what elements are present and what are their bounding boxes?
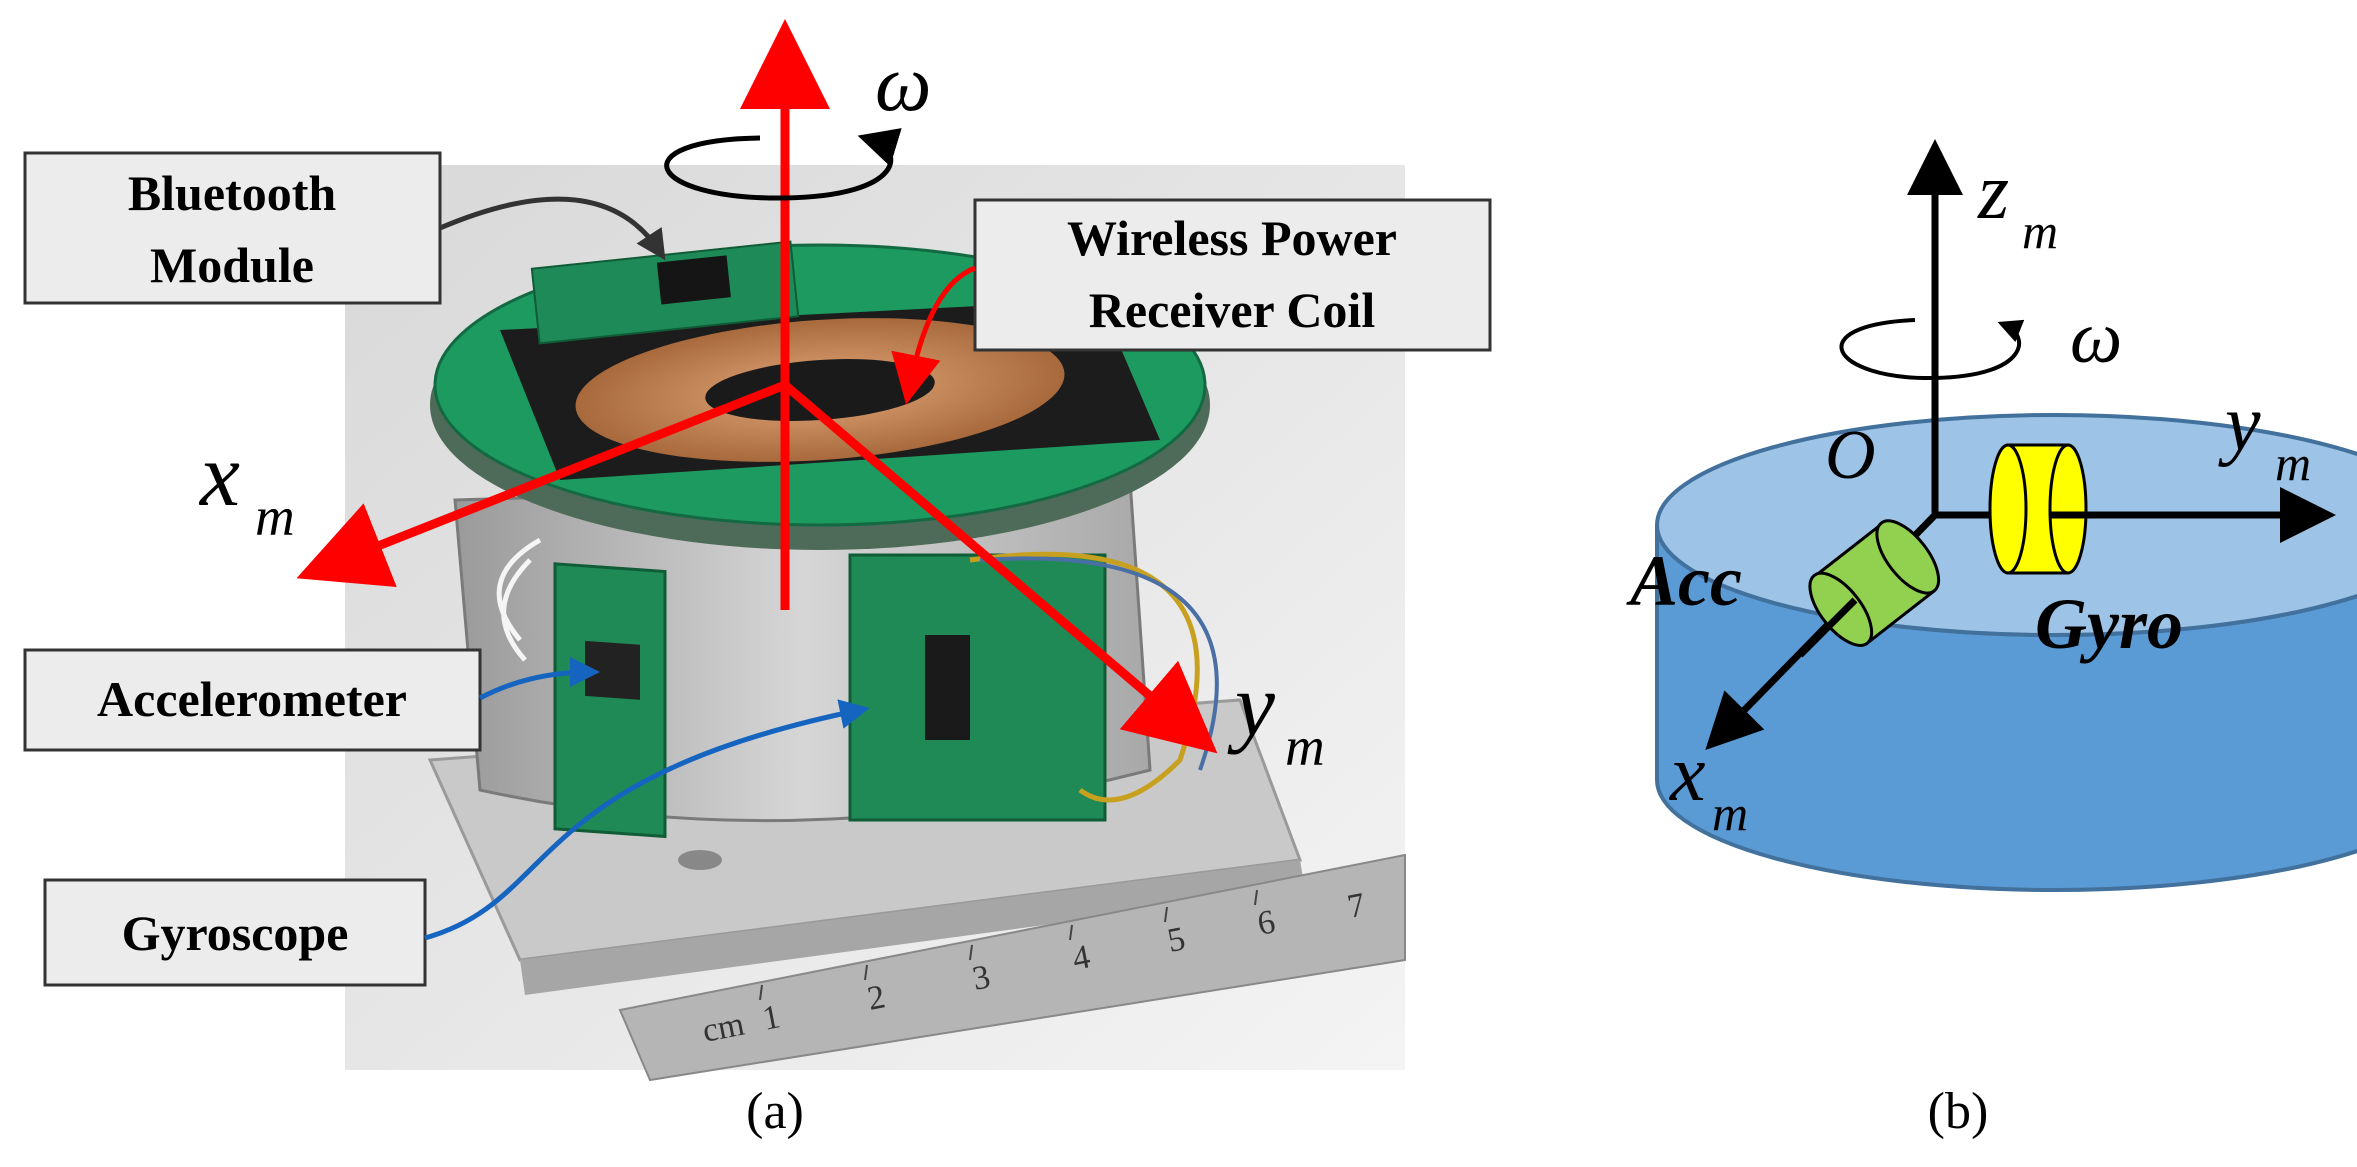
gyroscope-board bbox=[848, 553, 1107, 822]
omega-label: ω bbox=[2070, 297, 2122, 379]
y-axis-label: y m bbox=[2218, 380, 2311, 491]
svg-text:z: z bbox=[1977, 148, 2009, 236]
accelerometer-label-box bbox=[23, 648, 482, 752]
gyroscope-callout: Gyroscope bbox=[43, 699, 870, 987]
gyroscope-leader bbox=[424, 699, 870, 941]
panel-a-caption: (a) bbox=[746, 1083, 804, 1140]
bluetooth-label-line2: Module bbox=[150, 237, 314, 293]
x-axis-arrow bbox=[296, 380, 787, 587]
gyroscope-label: Gyroscope bbox=[122, 905, 349, 961]
gyroscope-label-box bbox=[43, 878, 427, 987]
svg-text:m: m bbox=[2022, 203, 2058, 259]
x-axis-label: x m bbox=[1669, 730, 1748, 841]
svg-text:m: m bbox=[1285, 716, 1325, 777]
ruler bbox=[618, 853, 1406, 1082]
y-axis-label: y m bbox=[1227, 656, 1325, 777]
rotation-arrow bbox=[664, 128, 902, 201]
accelerometer-label: Accelerometer bbox=[97, 671, 407, 727]
gyro-sensor bbox=[1988, 443, 2090, 575]
rotation-arrow bbox=[1839, 318, 2025, 381]
accelerometer-leader bbox=[478, 657, 600, 701]
ruler-digit: 3 bbox=[969, 958, 993, 998]
svg-text:y: y bbox=[1227, 656, 1275, 755]
ruler-digit: 2 bbox=[864, 978, 888, 1018]
gyro-end-right bbox=[2048, 443, 2088, 575]
ruler-digit: 1 bbox=[759, 998, 783, 1038]
base-plate-edge bbox=[520, 860, 1305, 995]
coil-center bbox=[705, 359, 935, 421]
ruler-digit: 7 bbox=[1344, 886, 1368, 926]
mount-hole bbox=[678, 850, 722, 870]
ruler-ticks bbox=[759, 889, 1258, 1001]
svg-text:y: y bbox=[2218, 380, 2261, 468]
bluetooth-chip bbox=[656, 255, 731, 305]
panel-a: cm 1 2 3 4 5 6 7 ω x m bbox=[23, 19, 1492, 1140]
x-axis-label: x m bbox=[198, 426, 295, 547]
svg-text:m: m bbox=[255, 486, 295, 547]
gyroscope-chip bbox=[925, 635, 970, 740]
acc-label: Acc bbox=[1626, 541, 1742, 621]
y-axis-arrow bbox=[782, 381, 1218, 754]
acc-end-back bbox=[1875, 519, 1941, 595]
ruler-digit: 4 bbox=[1069, 938, 1093, 978]
ruler-digit: 5 bbox=[1164, 920, 1188, 960]
gyro-label: Gyro bbox=[2035, 584, 2183, 664]
bluetooth-leader bbox=[439, 196, 666, 261]
accelerometer-chip bbox=[585, 640, 640, 700]
ruler-digit: 6 bbox=[1254, 903, 1278, 943]
wireless-callout: Wireless Power Receiver Coil bbox=[891, 198, 1492, 405]
wireless-label-line1: Wireless Power bbox=[1067, 210, 1397, 266]
accelerometer-callout: Accelerometer bbox=[23, 648, 600, 752]
ruler-label-cm: cm bbox=[699, 1006, 747, 1050]
wireless-leader bbox=[891, 265, 976, 405]
gyro-end-left bbox=[1988, 443, 2028, 575]
panel-b: z m ω O y m x m Acc Gyro (b) bbox=[1626, 139, 2357, 1140]
wire-left bbox=[496, 537, 542, 662]
wireless-label-box bbox=[973, 198, 1492, 352]
bluetooth-label-line1: Bluetooth bbox=[128, 165, 337, 221]
ruler-digits: cm 1 2 3 4 5 6 7 bbox=[699, 886, 1368, 1050]
svg-text:m: m bbox=[2275, 435, 2311, 491]
wireless-label-line2: Receiver Coil bbox=[1089, 282, 1376, 338]
panel-b-caption: (b) bbox=[1928, 1083, 1989, 1140]
svg-text:m: m bbox=[1712, 785, 1748, 841]
svg-text:x: x bbox=[198, 426, 240, 525]
bluetooth-callout: Bluetooth Module bbox=[23, 151, 666, 305]
origin-label: O bbox=[1825, 417, 1876, 494]
panel-a-axes: ω x m y m bbox=[198, 19, 1325, 777]
bluetooth-label-box bbox=[23, 151, 442, 305]
accelerometer-board bbox=[553, 562, 667, 839]
svg-text:x: x bbox=[1669, 730, 1706, 818]
omega-label: ω bbox=[875, 40, 931, 128]
z-axis-label: z m bbox=[1977, 148, 2058, 259]
